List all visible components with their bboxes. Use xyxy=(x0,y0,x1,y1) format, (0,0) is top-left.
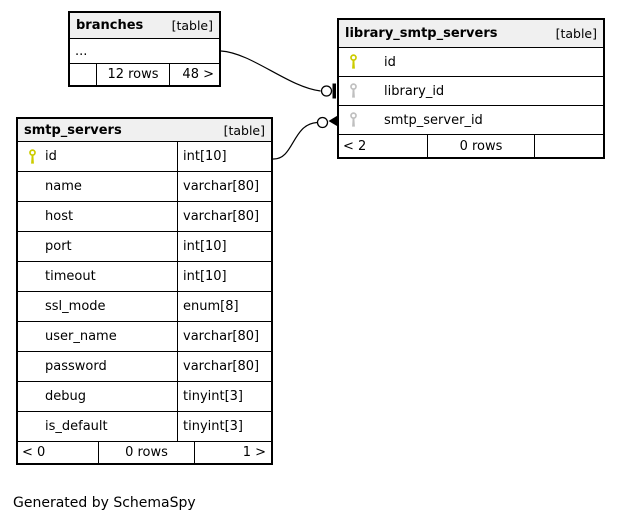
column-row-timeout: timeout int[10] xyxy=(18,262,271,292)
primary-key-icon xyxy=(28,148,37,165)
column-row-name: name varchar[80] xyxy=(18,172,271,202)
column-name: timeout xyxy=(45,269,96,284)
footer-children: 48 > xyxy=(169,64,219,85)
table-smtp-servers-badge: [table] xyxy=(223,122,265,138)
column-name: id xyxy=(384,54,396,70)
column-type: int[10] xyxy=(177,262,271,291)
column-type: int[10] xyxy=(177,232,271,261)
column-type: varchar[80] xyxy=(177,322,271,351)
footer-row-count: 12 rows xyxy=(96,64,169,85)
column-type: tinyint[3] xyxy=(177,382,271,411)
column-type: enum[8] xyxy=(177,292,271,321)
table-smtp-servers-title[interactable]: smtp_servers xyxy=(24,122,122,138)
column-name: host xyxy=(45,209,74,224)
table-smtp-servers-footer: < 0 0 rows 1 > xyxy=(18,442,271,463)
edge-branches-library-id xyxy=(220,50,336,99)
column-name: user_name xyxy=(45,329,117,344)
column-row-port: port int[10] xyxy=(18,232,271,262)
table-branches[interactable]: branches [table] ... 12 rows 48 > xyxy=(68,11,221,87)
column-row-password: password varchar[80] xyxy=(18,352,271,382)
zero-or-one-circle-icon xyxy=(316,116,329,129)
column-name: ssl_mode xyxy=(45,299,106,314)
column-name: name xyxy=(45,179,82,194)
primary-key-icon xyxy=(349,54,358,70)
column-name: password xyxy=(45,359,107,374)
column-row-debug: debug tinyint[3] xyxy=(18,382,271,412)
footer-row-count: 0 rows xyxy=(427,135,534,157)
one-tee-icon xyxy=(332,83,336,99)
column-type: varchar[80] xyxy=(177,202,271,231)
table-branches-footer: 12 rows 48 > xyxy=(70,64,219,85)
zero-or-one-circle-icon xyxy=(320,85,333,97)
column-type: varchar[80] xyxy=(177,172,271,201)
table-smtp-servers-header: smtp_servers [table] xyxy=(18,119,271,142)
table-smtp-servers[interactable]: smtp_servers [table] id int[10] name var… xyxy=(16,117,273,465)
column-row-library-id: library_id xyxy=(339,77,603,106)
column-row-user-name: user_name varchar[80] xyxy=(18,322,271,352)
edge-smtp-server-id xyxy=(272,113,341,160)
column-name: debug xyxy=(45,389,86,404)
column-row-host: host varchar[80] xyxy=(18,202,271,232)
table-library-smtp-servers[interactable]: library_smtp_servers [table] id library_… xyxy=(337,18,605,159)
column-type: varchar[80] xyxy=(177,352,271,381)
table-library-smtp-servers-header: library_smtp_servers [table] xyxy=(339,20,603,48)
collapsed-columns-ellipsis: ... xyxy=(75,43,88,59)
column-name: library_id xyxy=(384,83,445,99)
footer-parents: < 0 xyxy=(22,445,46,460)
table-branches-collapsed-row: ... xyxy=(70,39,219,64)
column-name: id xyxy=(45,149,57,164)
table-branches-title[interactable]: branches xyxy=(76,18,144,33)
footer-children xyxy=(534,135,603,157)
column-row-ssl-mode: ssl_mode enum[8] xyxy=(18,292,271,322)
column-row-id: id xyxy=(339,48,603,77)
footer-parents xyxy=(70,64,96,85)
footer-row-count: 0 rows xyxy=(98,442,194,463)
column-row-id: id int[10] xyxy=(18,142,271,172)
column-name: is_default xyxy=(45,419,108,434)
column-type: tinyint[3] xyxy=(177,412,271,441)
column-row-is-default: is_default tinyint[3] xyxy=(18,412,271,442)
footer-parents: < 2 xyxy=(343,138,367,154)
table-library-smtp-servers-footer: < 2 0 rows xyxy=(339,135,603,157)
table-branches-header: branches [table] xyxy=(70,13,219,39)
table-branches-badge: [table] xyxy=(171,18,213,33)
column-name: smtp_server_id xyxy=(384,112,483,128)
table-library-smtp-servers-title[interactable]: library_smtp_servers xyxy=(345,26,498,41)
footer-children: 1 > xyxy=(194,442,271,463)
foreign-key-icon xyxy=(349,83,358,99)
column-row-smtp-server-id: smtp_server_id xyxy=(339,106,603,135)
column-name: port xyxy=(45,239,72,254)
column-type: int[10] xyxy=(177,142,271,171)
table-library-smtp-servers-badge: [table] xyxy=(555,26,597,41)
foreign-key-icon xyxy=(349,112,358,128)
schemaspy-credit: Generated by SchemaSpy xyxy=(13,495,196,511)
